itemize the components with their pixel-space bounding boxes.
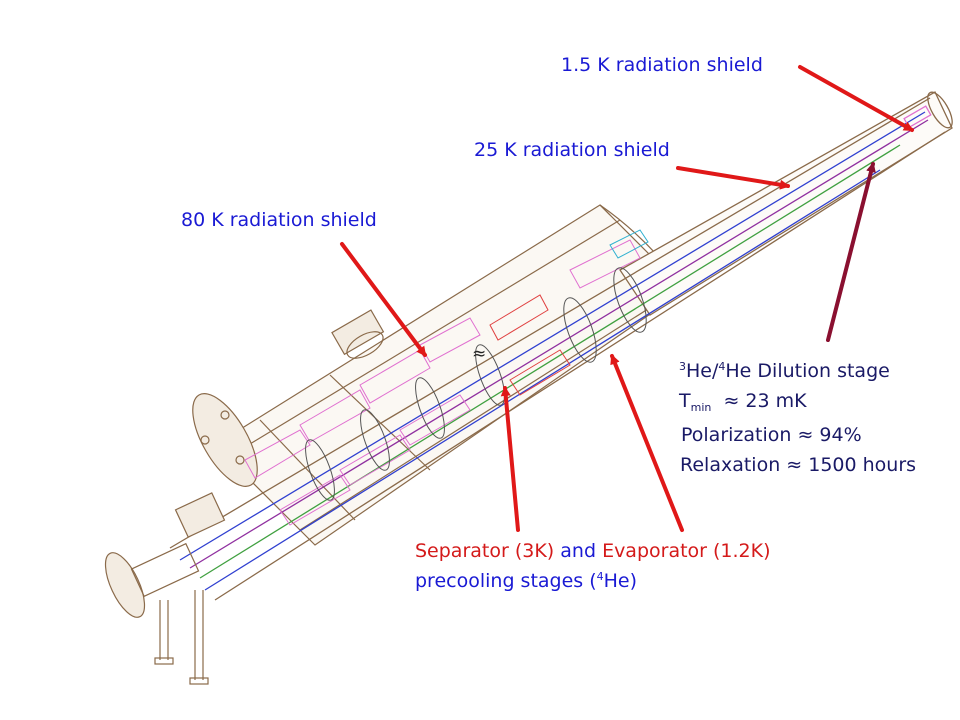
beam-tube — [169, 91, 953, 601]
arrow-25k-shield — [676, 166, 790, 190]
tube-line-blue-2 — [204, 169, 881, 591]
coil-red-1 — [509, 349, 571, 396]
arrow-1-5k-shield — [798, 65, 914, 132]
label-1-5k-shield: 1.5 K radiation shield — [561, 54, 763, 76]
coil-cyan — [609, 229, 649, 259]
baffle-1 — [305, 439, 335, 501]
left-flange — [192, 393, 258, 487]
vessel-rib-2 — [259, 419, 356, 521]
label-precool-line2: precooling stages (4He) — [415, 570, 637, 593]
label-80k-shield: 80 K radiation shield — [181, 209, 377, 231]
tube-line-green — [199, 144, 901, 579]
baffle-3 — [415, 377, 445, 439]
coil-pink-3 — [359, 349, 431, 404]
bottom-flange — [104, 552, 146, 618]
coil-pink-top — [569, 239, 641, 289]
label-precool-line1: Separator (3K) and Evaporator (1.2K) — [415, 540, 771, 563]
coil-pink-1 — [244, 429, 311, 479]
cryostat-body — [192, 204, 686, 546]
precool-pre: precooling stages ( — [415, 570, 597, 592]
tube-line-blue-1 — [179, 111, 926, 561]
arrow-evaporator — [610, 354, 684, 532]
baffle-6 — [613, 267, 647, 333]
bottom-pipe — [130, 542, 200, 598]
coil-pink-4 — [419, 317, 481, 363]
pipe-foot-1 — [154, 657, 174, 665]
label-dilution-stage: 3He/4He Dilution stage — [679, 360, 890, 383]
flange-hole-3 — [235, 455, 245, 465]
tube-end — [927, 91, 953, 129]
pipe-foot-2 — [189, 677, 209, 685]
approx-mark: ≈ — [472, 344, 487, 364]
precool-post: He) — [603, 570, 638, 592]
label-25k-shield: 25 K radiation shield — [474, 139, 670, 161]
vessel-inner-line-2 — [299, 294, 671, 531]
coil-pink-lower-1 — [279, 474, 351, 526]
he3-text: He/ — [686, 360, 719, 382]
tube-line-outline-1 — [169, 97, 931, 549]
arrow-dilution-stage — [826, 162, 876, 342]
flange-hole-2 — [220, 410, 230, 420]
pipe-valve — [174, 492, 226, 538]
baffle-2 — [360, 409, 390, 471]
top-port-cap — [346, 331, 384, 359]
label-tmin: Tmin ≈ 23 mK — [679, 390, 807, 414]
tmin-value: ≈ 23 mK — [723, 390, 807, 412]
outer-vessel — [214, 204, 686, 546]
tube-line-outline-2 — [214, 131, 946, 601]
arrow-80k-shield — [340, 242, 427, 357]
vessel-rib-1 — [329, 374, 431, 471]
flange-hole-1 — [200, 435, 210, 445]
sup-3: 3 — [679, 360, 686, 373]
top-port — [331, 309, 385, 356]
label-relaxation: Relaxation ≈ 1500 hours — [680, 454, 917, 476]
coil-pink-lower-2 — [339, 434, 411, 486]
baffle-4 — [475, 344, 505, 406]
outer-tube — [619, 91, 953, 316]
sup-4: 4 — [718, 360, 726, 373]
coil-red-2 — [489, 294, 549, 341]
and-text: and — [560, 540, 597, 562]
t-text: T — [679, 390, 691, 412]
baffle-5 — [563, 297, 597, 363]
coil-section — [244, 229, 649, 526]
arrow-separator — [500, 386, 520, 532]
he4-stage-text: He Dilution stage — [725, 360, 890, 382]
precool-sup: 4 — [596, 570, 604, 583]
coil-pink-2 — [299, 389, 371, 443]
separator-text: Separator (3K) — [415, 540, 555, 562]
tube-line-purple-1 — [189, 119, 929, 569]
label-polarization: Polarization ≈ 94% — [681, 424, 862, 446]
lower-piping — [104, 492, 226, 685]
t-sub: min — [690, 401, 712, 414]
evaporator-text: Evaporator (1.2K) — [602, 540, 771, 562]
vessel-inner-line — [239, 219, 621, 451]
arrows — [340, 65, 914, 532]
